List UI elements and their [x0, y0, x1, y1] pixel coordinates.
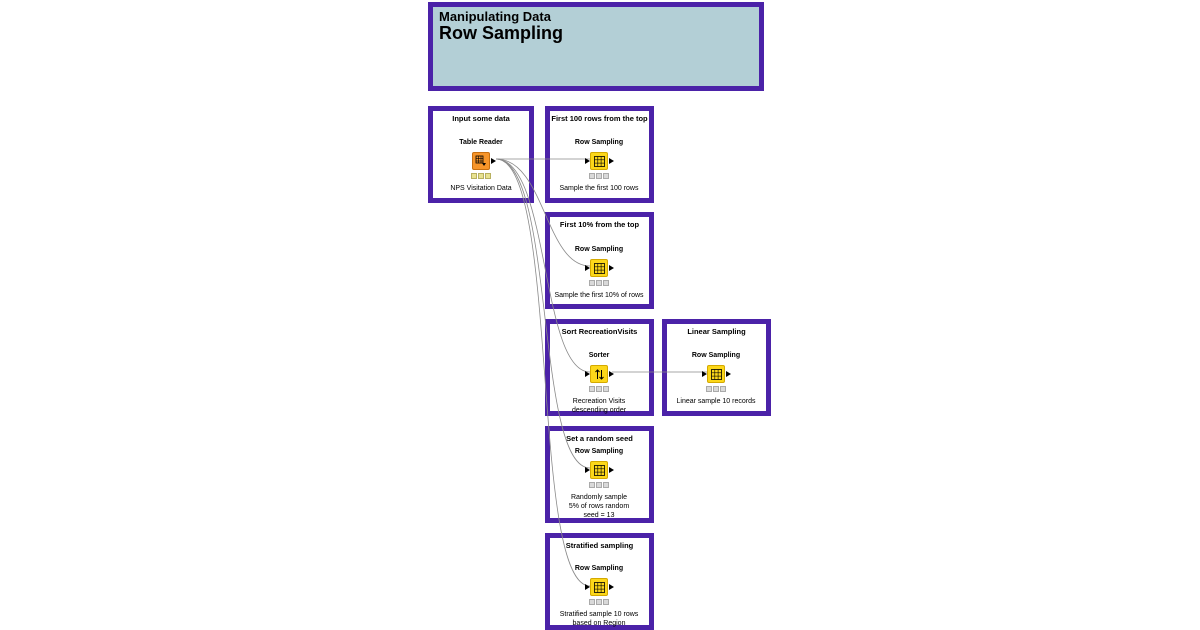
annotation-title: Stratified sampling: [565, 541, 634, 550]
grid-icon: [590, 259, 608, 277]
grid-icon: [590, 461, 608, 479]
grid-icon: [707, 365, 725, 383]
sort-icon: [590, 365, 608, 383]
annotation-title: Linear Sampling: [687, 327, 746, 336]
node-name: Row Sampling: [574, 139, 624, 146]
header-title: Row Sampling: [439, 23, 564, 43]
annotation-input[interactable]: Input some data: [428, 106, 534, 203]
annotation-title: Sort RecreationVisits: [561, 327, 638, 336]
node-sample-stratified[interactable]: Row Sampling Stratified sample 10 rows b…: [544, 565, 654, 628]
node-name: Sorter: [588, 352, 610, 359]
node-status: [544, 599, 654, 605]
node-description[interactable]: Randomly sample 5% of rows random seed =…: [568, 494, 630, 519]
node-sample-first10pct[interactable]: Row Sampling Sample the first 10% of row…: [544, 246, 654, 300]
input-port[interactable]: [585, 584, 590, 590]
input-port[interactable]: [585, 467, 590, 473]
header-annotation[interactable]: Manipulating Data Row Sampling: [428, 2, 764, 91]
node-status: [544, 482, 654, 488]
output-port[interactable]: [609, 158, 614, 164]
annotation-title: First 10% from the top: [559, 220, 640, 229]
annotation-title: First 100 rows from the top: [551, 114, 648, 123]
node-status: [661, 386, 771, 392]
input-port[interactable]: [585, 158, 590, 164]
node-sample-linear[interactable]: Row Sampling Linear sample 10 records: [661, 352, 771, 406]
output-port[interactable]: [726, 371, 731, 377]
node-description[interactable]: Sample the first 100 rows: [559, 185, 639, 192]
node-name: Row Sampling: [574, 246, 624, 253]
wire-reader-random: [495, 158, 591, 469]
output-port[interactable]: [609, 584, 614, 590]
output-port[interactable]: [609, 371, 614, 377]
node-name: Table Reader: [459, 139, 503, 146]
node-status: [544, 173, 654, 179]
node-description[interactable]: Stratified sample 10 rows based on Regio…: [559, 611, 639, 627]
output-port[interactable]: [609, 467, 614, 473]
node-description[interactable]: Recreation Visits descending order: [571, 398, 627, 414]
node-status: [426, 173, 536, 179]
input-port[interactable]: [585, 265, 590, 271]
node-status: [544, 386, 654, 392]
output-port[interactable]: [609, 265, 614, 271]
input-port[interactable]: [702, 371, 707, 377]
node-description[interactable]: NPS Visitation Data: [450, 185, 512, 192]
table-reader-icon: [472, 152, 490, 170]
node-description[interactable]: Linear sample 10 records: [676, 398, 756, 405]
node-status: [544, 280, 654, 286]
node-sample-random[interactable]: Row Sampling Randomly sample 5% of rows …: [544, 448, 654, 520]
node-sorter[interactable]: Sorter Recreation Visits descending orde…: [544, 352, 654, 415]
input-port[interactable]: [585, 371, 590, 377]
node-name: Row Sampling: [574, 565, 624, 572]
node-name: Row Sampling: [691, 352, 741, 359]
node-name: Row Sampling: [574, 448, 624, 455]
node-table-reader[interactable]: Table Reader NPS Visitation Data: [426, 139, 536, 193]
annotation-title: Input some data: [452, 114, 510, 123]
annotation-title: Set a random seed: [566, 434, 633, 443]
grid-icon: [590, 578, 608, 596]
grid-icon: [590, 152, 608, 170]
header-subtitle: Manipulating Data: [439, 9, 551, 24]
node-description[interactable]: Sample the first 10% of rows: [554, 292, 644, 299]
output-port[interactable]: [491, 158, 496, 164]
node-sample-first100[interactable]: Row Sampling Sample the first 100 rows: [544, 139, 654, 193]
